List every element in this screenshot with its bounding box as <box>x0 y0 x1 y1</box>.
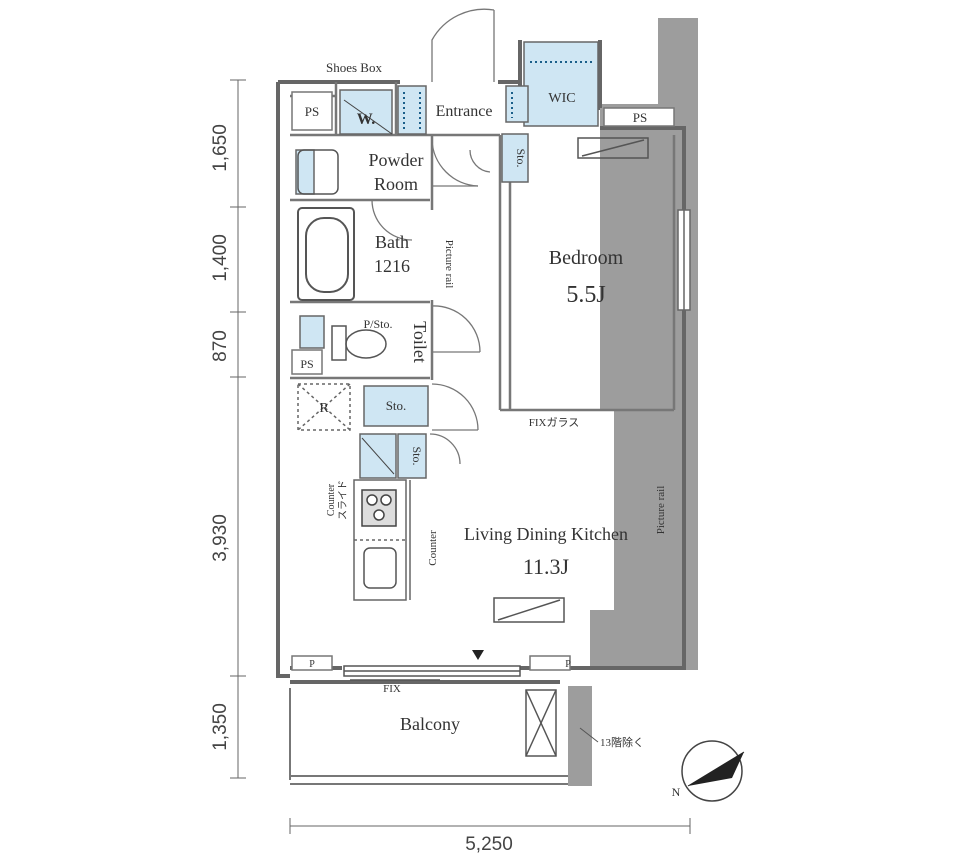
toilet-bowl <box>331 325 387 361</box>
label-counter-left: Counter <box>326 483 337 516</box>
floor-vent-ldk <box>493 597 565 623</box>
label-toilet: Toilet <box>410 321 430 363</box>
bedroom-window <box>677 209 691 311</box>
outer-walls <box>276 40 686 684</box>
label-powder-room-1: Powder <box>369 150 424 170</box>
floor-vent-bedroom <box>577 137 649 159</box>
label-p-right: P <box>565 659 571 670</box>
label-storage-hall: Sto. <box>386 398 407 413</box>
dimension-1350: 1,350 <box>210 703 231 751</box>
door-swings <box>371 8 495 465</box>
small-storage <box>397 433 427 479</box>
label-ps-top-right: PS <box>633 110 647 125</box>
bathtub <box>297 207 355 301</box>
label-bath-1: Bath <box>375 232 409 252</box>
label-shoes-box: Shoes Box <box>326 60 382 75</box>
clothing-rods <box>403 61 592 130</box>
wic-area <box>523 41 599 127</box>
label-washer: W. <box>357 111 376 128</box>
label-picture-rail-right: Picture rail <box>655 486 667 535</box>
dimension-870: 870 <box>210 330 231 362</box>
kitchen-sink <box>363 547 397 589</box>
powder-sink <box>297 149 339 195</box>
horizontal-dimension-line <box>289 818 691 834</box>
label-entrance: Entrance <box>436 103 493 120</box>
compass-icon <box>681 740 745 802</box>
label-ldk: Living Dining Kitchen <box>464 524 628 544</box>
label-p-sto: P/Sto. <box>363 317 392 331</box>
label-fix-glass: FIXガラス <box>529 416 580 429</box>
label-p-left: P <box>309 659 315 670</box>
ldk-window <box>343 665 521 681</box>
label-refrigerator: R <box>319 401 329 416</box>
label-floor-note: 13階除く <box>600 735 644 749</box>
lower-shaft <box>568 686 592 786</box>
label-bedroom: Bedroom <box>549 247 624 269</box>
balcony-unit <box>525 689 557 757</box>
counter-diagonal <box>361 437 395 475</box>
dimension-3930: 3,930 <box>210 514 231 562</box>
floor-note-leader <box>579 727 599 743</box>
label-wic: WIC <box>548 91 575 106</box>
label-bedroom-size: 5.5J <box>566 282 605 308</box>
label-storage-small: Sto. <box>410 446 424 465</box>
label-ps-top-left: PS <box>305 104 319 119</box>
kitchen-counter <box>353 479 411 601</box>
washer-pan <box>339 89 393 135</box>
shoes-box <box>397 85 427 135</box>
hall-storage <box>363 385 429 427</box>
label-picture-rail-left: Picture rail <box>443 240 455 289</box>
structural-shaft <box>498 18 698 670</box>
entrance-storage <box>501 133 529 183</box>
blue-fixtures <box>295 41 599 479</box>
label-ps-toilet: PS <box>300 357 313 371</box>
label-fix: FIX <box>383 683 401 695</box>
label-powder-room-2: Room <box>374 174 418 194</box>
interior-partitions <box>290 82 676 412</box>
label-counter-right: Counter <box>427 530 439 566</box>
toilet-ps-box <box>299 315 325 349</box>
wic-shelf <box>505 85 529 123</box>
compass-north-label: N <box>672 785 681 799</box>
balcony-outline <box>289 688 568 785</box>
refrigerator-space <box>297 383 351 431</box>
ps-boxes <box>291 91 675 671</box>
cooktop <box>361 489 397 527</box>
label-bath-2: 1216 <box>374 256 410 276</box>
dimension-1400: 1,400 <box>210 234 231 282</box>
dimension-5250: 5,250 <box>465 834 513 854</box>
label-storage-entrance: Sto. <box>514 148 528 167</box>
label-balcony: Balcony <box>400 714 460 734</box>
dimension-1650: 1,650 <box>210 124 231 172</box>
label-slide: スライド <box>337 480 349 520</box>
entrance-arrow <box>472 650 484 660</box>
vertical-dimension-line <box>230 79 246 779</box>
washer-pan-diagonal <box>343 99 393 135</box>
label-ldk-size: 11.3J <box>523 554 570 579</box>
